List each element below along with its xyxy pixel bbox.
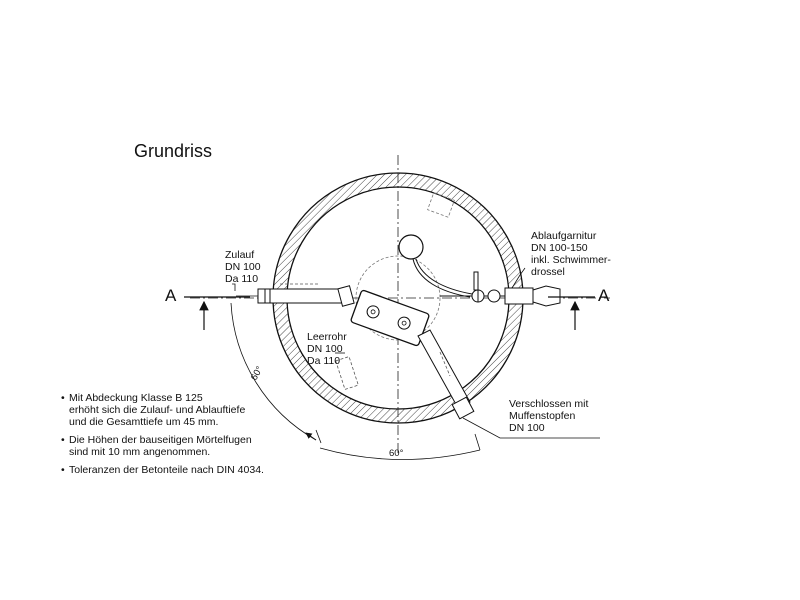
inlet-pipe	[257, 285, 355, 307]
hidden-circle	[355, 255, 441, 341]
section-marker-right: A	[598, 286, 610, 305]
float-ball	[398, 234, 424, 260]
closed-pipe-label: Verschlossen mit Muffenstopfen DN 100	[509, 398, 589, 434]
shaft-wall-ring	[272, 172, 524, 424]
section-arrows	[184, 296, 595, 330]
empty-conduit	[335, 356, 359, 390]
empty-pipe-label: Leerrohr DN 100 Da 110	[307, 331, 347, 367]
hidden-rect	[427, 192, 455, 218]
page-title: Grundriss	[134, 141, 213, 161]
note-item: Die Höhen der bauseitigen Mörtelfugen si…	[61, 434, 264, 458]
section-marker-left: A	[165, 286, 177, 305]
control-box	[350, 289, 430, 347]
angle-dimensions	[230, 302, 481, 460]
note-item: Mit Abdeckung Klasse B 125 erhöht sich d…	[61, 392, 264, 428]
inlet-label: Zulauf DN 100 Da 110	[225, 249, 261, 285]
outlet-assembly	[440, 271, 561, 307]
float-cable	[412, 258, 471, 298]
note-item: Toleranzen der Betonteile nach DIN 4034.	[61, 464, 264, 476]
leader-lines	[232, 267, 600, 439]
outlet-label: Ablaufgarnitur DN 100-150 inkl. Schwimme…	[531, 230, 611, 278]
closed-pipe	[417, 329, 475, 420]
angle-label-bottom: 60°	[389, 448, 404, 459]
notes-list: Mit Abdeckung Klasse B 125 erhöht sich d…	[61, 392, 264, 482]
